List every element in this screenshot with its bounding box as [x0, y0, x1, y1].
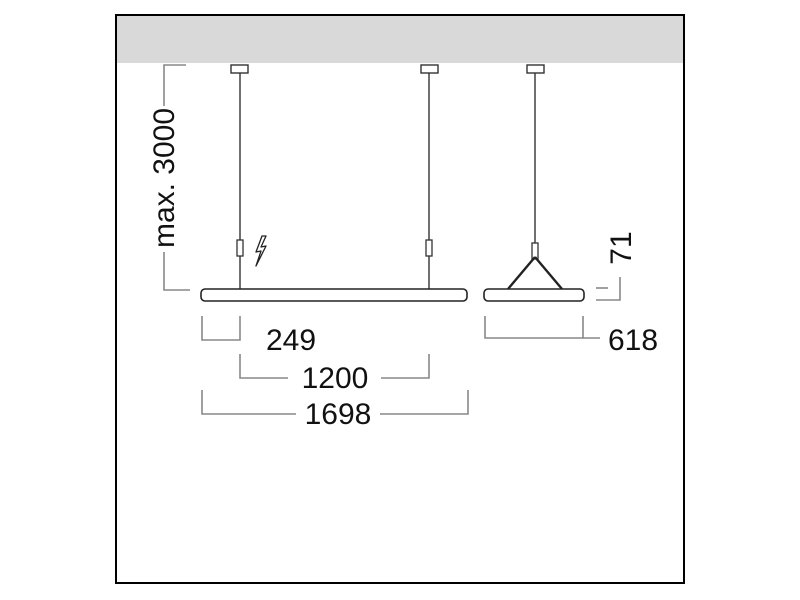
ceiling-canopy-side	[526, 64, 545, 74]
cable-gripper-right	[425, 239, 433, 257]
lightning-bolt-icon	[255, 235, 267, 267]
dimension-label-luminaire-height: 71	[605, 231, 638, 264]
dimension-line-height-bottom	[163, 252, 190, 291]
dimension-line-height-top	[163, 64, 186, 106]
luminaire-body-side	[483, 288, 585, 302]
dimension-label-suspension-height: max. 3000	[148, 108, 181, 248]
dimension-label-total-length: 1698	[305, 398, 372, 431]
dimension-label-suspension-spacing: 1200	[302, 362, 369, 395]
dimension-line-spacing-right	[381, 354, 430, 379]
dimension-label-luminaire-width: 618	[608, 324, 658, 357]
dimension-line-length-left	[201, 390, 296, 415]
dimension-line-luminaire-width	[484, 316, 584, 339]
dimension-line-length-right	[380, 390, 469, 415]
ceiling	[117, 16, 683, 63]
cable-gripper-side	[531, 242, 539, 260]
dimension-label-end-offset: 249	[266, 324, 316, 357]
cable-gripper-left	[236, 239, 244, 257]
dimension-line-end-offset	[201, 316, 241, 341]
ceiling-canopy-left	[230, 64, 249, 74]
side-bracket	[507, 256, 563, 290]
ceiling-canopy-middle	[420, 64, 439, 74]
dimension-line-spacing-left	[239, 354, 288, 379]
dimension-line-luminaire-height	[596, 277, 621, 301]
luminaire-body-front	[200, 288, 468, 302]
